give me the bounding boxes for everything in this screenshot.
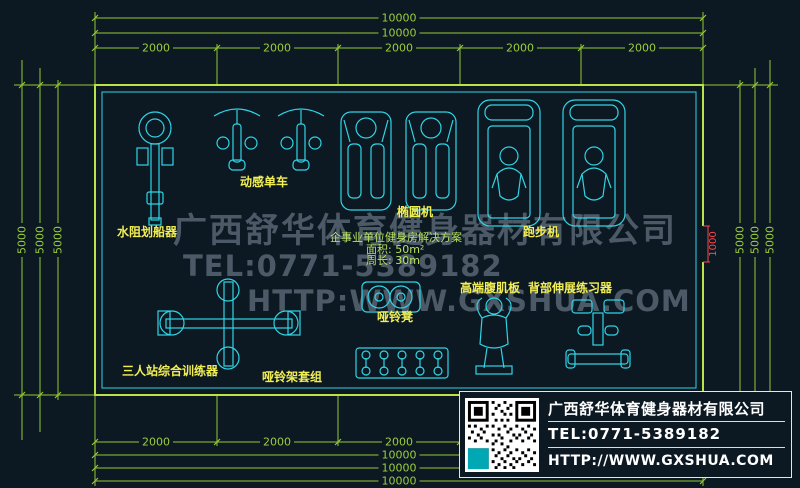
company-info-box: 广西舒华体育健身器材有限公司 TEL:0771-5389182 HTTP://W…	[459, 391, 792, 478]
dim-top-seg-4: 2000	[503, 42, 537, 54]
equipment-layer	[136, 99, 631, 379]
inner-wall	[101, 91, 697, 389]
ab-board-drawing	[475, 297, 513, 375]
dim-top-seg-3: 2000	[382, 42, 416, 54]
dim-door: 1000	[708, 231, 719, 257]
door-dimension-marks	[703, 225, 710, 263]
dim-top-seg-1: 2000	[139, 42, 173, 54]
info-company-name: 广西舒华体育健身器材有限公司	[548, 396, 785, 422]
dim-bottom-seg-1: 2000	[139, 436, 173, 448]
qr-logo-badge	[467, 447, 489, 469]
treadmill-drawing-2	[562, 99, 626, 227]
dim-right-3: 5000	[764, 223, 777, 257]
multi-station-trainer-drawing	[157, 278, 301, 370]
dim-left-2: 5000	[34, 223, 47, 257]
dim-top-total-1: 10000	[378, 12, 420, 24]
info-url: HTTP://WWW.GXSHUA.COM	[548, 452, 774, 469]
label-elliptical: 椭圆机	[397, 205, 434, 219]
dim-top-seg-5: 2000	[625, 42, 659, 54]
dim-bottom-total-1: 10000	[378, 449, 420, 461]
dim-top-seg-2: 2000	[260, 42, 294, 54]
spin-bike-drawing-1	[213, 108, 261, 171]
watermark-url: HTTP:WWW.GXSHUA.COM	[247, 284, 691, 318]
watermark-tel: TEL:0771-5389182	[183, 249, 503, 283]
label-treadmill: 跑步机	[523, 225, 560, 239]
company-info-text: 广西舒华体育健身器材有限公司 TEL:0771-5389182 HTTP://W…	[548, 396, 785, 474]
dumbbell-bench-drawing	[361, 281, 421, 313]
dim-bottom-total-2: 10000	[378, 462, 420, 474]
info-tel: TEL:0771-5389182	[548, 422, 785, 449]
label-multi-station: 三人站综合训练器	[122, 364, 219, 378]
elliptical-drawing-2	[405, 111, 457, 211]
dim-right-2: 5000	[749, 223, 762, 257]
label-ab-board: 高端腹肌板	[460, 281, 521, 295]
qr-code	[465, 397, 539, 472]
back-extension-drawing	[565, 299, 631, 369]
label-rowing-machine: 水阻划船器	[117, 225, 178, 239]
label-dumbbell-rack: 哑铃架套组	[262, 370, 323, 384]
label-spin-bike: 动感单车	[240, 175, 289, 189]
dumbbell-rack-drawing	[355, 347, 449, 379]
spin-bike-drawing-2	[277, 108, 325, 171]
dim-left-1: 5000	[16, 223, 29, 257]
plan-area: 面积: 50m²	[366, 243, 425, 256]
treadmill-drawing-1	[477, 99, 541, 227]
dim-left-3: 5000	[52, 223, 65, 257]
dim-right-1: 5000	[734, 223, 747, 257]
dim-bottom-seg-3: 2000	[382, 436, 416, 448]
label-back-extension: 背部伸展练习器	[528, 281, 613, 295]
plan-title: 企事业单位健身房解决方案	[330, 231, 462, 244]
room-walls	[94, 84, 710, 396]
elliptical-drawing-1	[340, 111, 392, 211]
label-dumbbell-bench: 哑铃凳	[377, 310, 414, 324]
dim-bottom-seg-2: 2000	[260, 436, 294, 448]
plan-perimeter: 周长: 30m	[366, 254, 420, 267]
dim-top-total-2: 10000	[378, 27, 420, 39]
dim-bottom-total-3: 10000	[378, 475, 420, 487]
rowing-machine-drawing	[136, 111, 174, 226]
